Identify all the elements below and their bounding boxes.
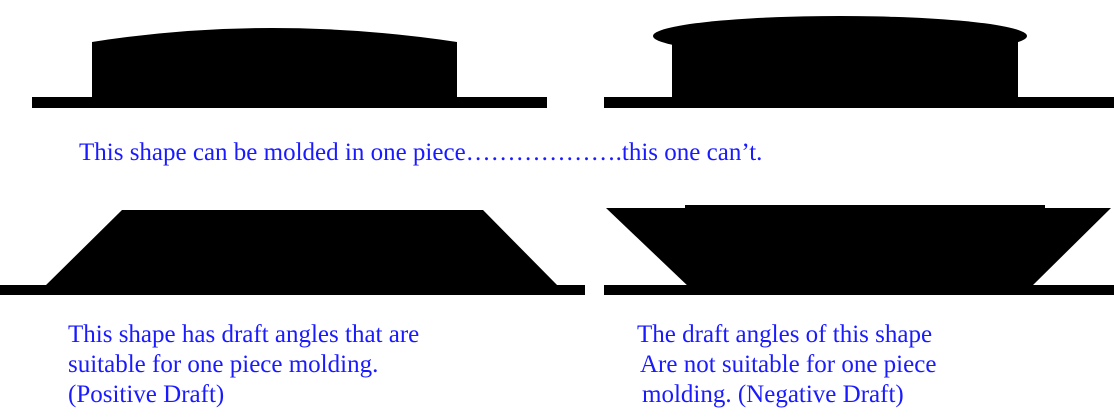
negative-draft-caption: The draft angles of this shape Are not s… <box>630 320 936 410</box>
negative-draft-top-cap <box>685 205 1045 210</box>
undercut-dome-cap <box>653 16 1027 56</box>
positive-draft-caption: This shape has draft angles that are sui… <box>68 320 419 410</box>
negative-draft-caption-line-2: Are not suitable for one piece <box>640 351 937 378</box>
molded-comparison-caption: This shape can be molded in one piece………… <box>79 139 763 166</box>
negative-draft-caption-line-3: molding. (Negative Draft) <box>642 381 904 408</box>
undercut-dome-base-plate <box>604 97 1114 108</box>
positive-draft-caption-line-1: This shape has draft angles that are <box>68 321 420 348</box>
positive-draft-body <box>43 210 560 288</box>
negative-draft-base-plate <box>604 285 1114 295</box>
moldable-dome-base-plate <box>32 97 547 108</box>
negative-draft-caption-line-1: The draft angles of this shape <box>637 321 933 348</box>
negative-draft-body <box>606 208 1111 288</box>
negative-draft-shape <box>604 205 1114 295</box>
positive-draft-base-plate <box>0 285 585 295</box>
positive-draft-caption-line-3: (Positive Draft) <box>68 381 225 408</box>
positive-draft-shape <box>0 210 585 295</box>
moldable-dome-body <box>92 28 457 100</box>
undercut-dome-shape <box>604 16 1114 108</box>
moldable-dome-shape <box>32 28 547 108</box>
positive-draft-caption-line-2: suitable for one piece molding. <box>68 351 379 378</box>
